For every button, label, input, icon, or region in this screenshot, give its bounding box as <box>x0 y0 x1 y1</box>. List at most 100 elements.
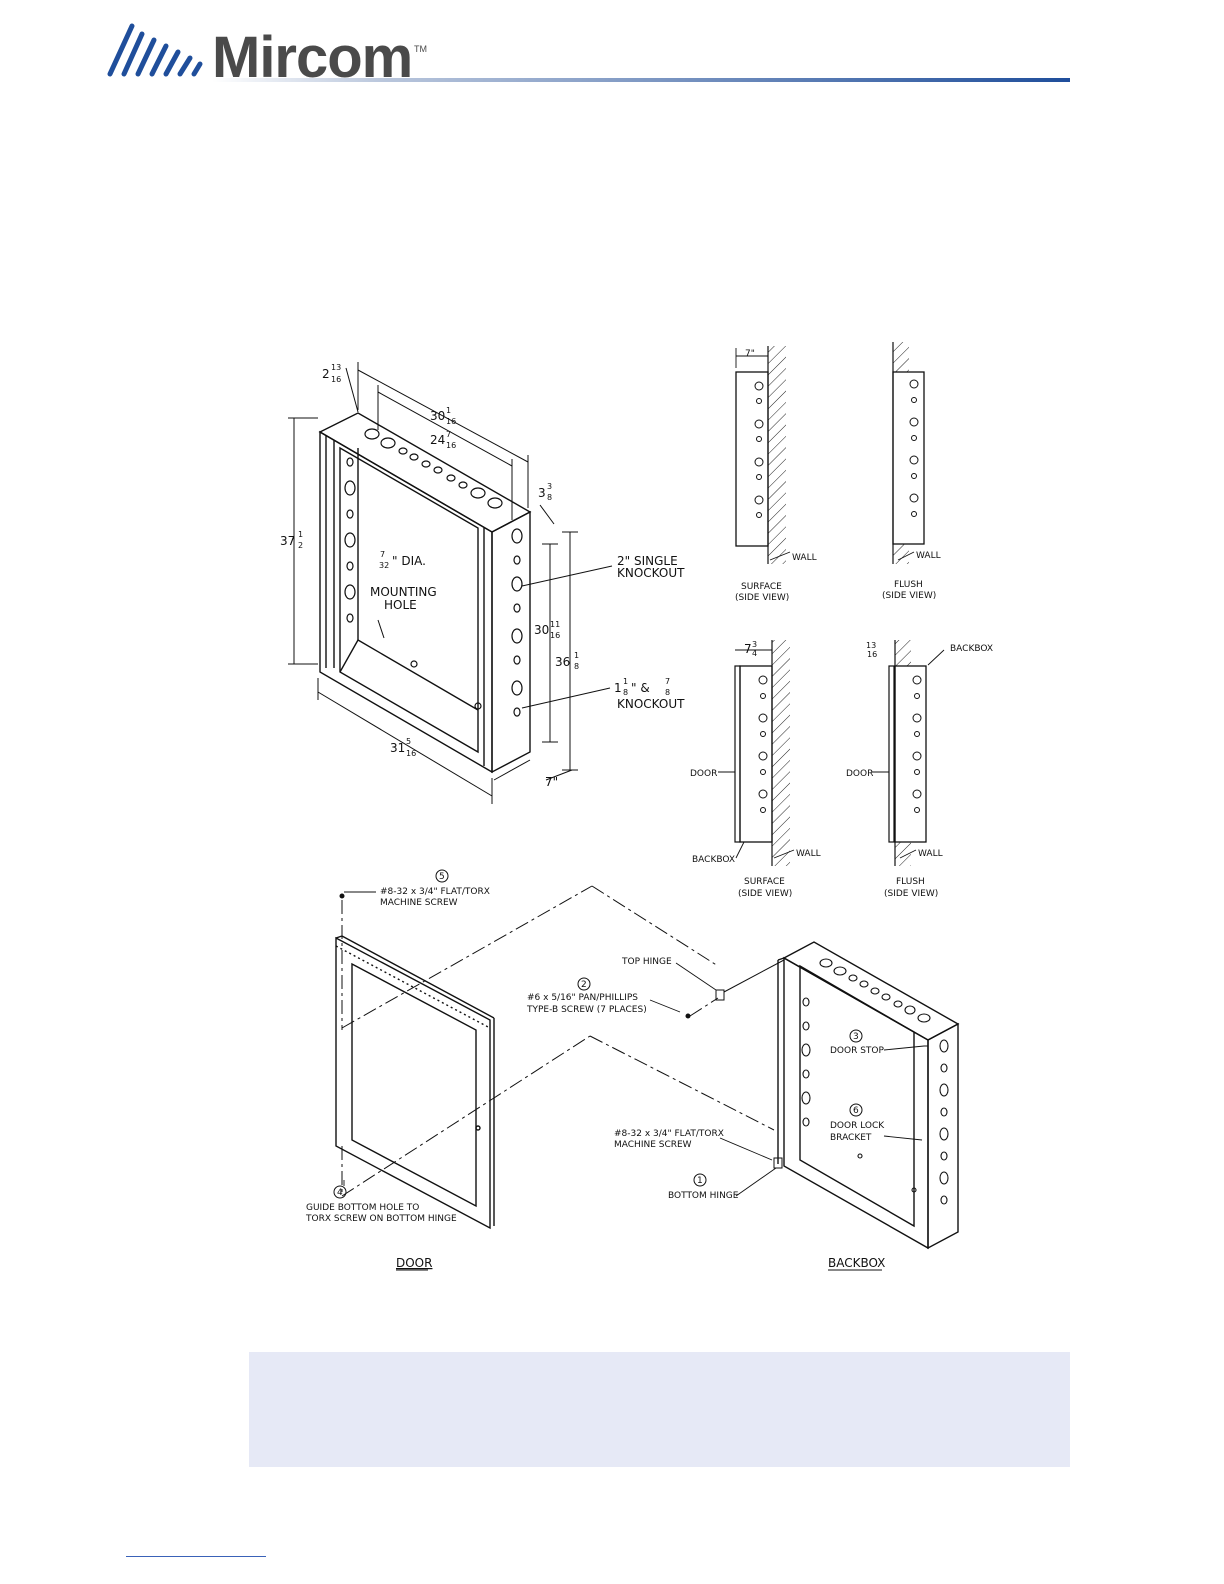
dim-top-inner-den: 16 <box>446 441 456 450</box>
iso-top-knockouts <box>364 428 503 509</box>
screw-2-line1: #6 x 5/16" PAN/PHILLIPS <box>527 993 638 1003</box>
callout-6: 6 <box>853 1106 859 1116</box>
dim-top-inner-num: 7 <box>446 430 451 439</box>
surface-door-dim-num: 3 <box>752 640 757 649</box>
assembly-knockouts <box>801 958 949 1205</box>
dim-side-inner-den: 16 <box>550 631 560 640</box>
dim-depth: 2 <box>322 367 330 381</box>
dim-side-small-den: 8 <box>547 493 552 502</box>
door-lock-line2: BRACKET <box>830 1133 872 1143</box>
trademark-mark: TM <box>414 44 427 54</box>
dim-side-inner-num: 11 <box>550 620 560 629</box>
guide-line1: GUIDE BOTTOM HOLE TO <box>306 1203 419 1213</box>
door-label-b: DOOR <box>846 769 873 779</box>
dim-side-small-num: 3 <box>547 482 552 491</box>
flush-door-dim-num: 13 <box>866 641 876 650</box>
dim-height: 37 <box>280 534 295 548</box>
callout-4: 4 <box>337 1188 343 1198</box>
flush-caption-4: (SIDE VIEW) <box>884 889 938 899</box>
dim-height-num: 1 <box>298 530 303 539</box>
dim-depth-num: 13 <box>331 363 341 372</box>
flush-door-dim-den: 16 <box>867 650 877 659</box>
dim-side-outer-den: 8 <box>574 662 579 671</box>
screw-5-line1: #8-32 x 3/4" FLAT/TORX <box>380 887 490 897</box>
callout-5: 5 <box>439 872 445 882</box>
door-lock-line1: DOOR LOCK <box>830 1121 885 1131</box>
mounting-hole-line3: HOLE <box>384 598 417 612</box>
knockout-combo-a: 1 <box>614 681 622 695</box>
wall-label-c: WALL <box>796 849 821 859</box>
dim-side-outer: 36 <box>555 655 570 669</box>
flush-caption-2: (SIDE VIEW) <box>882 591 936 601</box>
flush-caption-3: FLUSH <box>896 877 925 887</box>
dim-box-depth: 7" <box>545 775 558 789</box>
mircom-logo-mark <box>107 23 203 77</box>
surface-top-dim: 7" <box>745 349 755 359</box>
screw-2-line2: TYPE-B SCREW (7 PLACES) <box>526 1005 647 1015</box>
surface-caption-2: (SIDE VIEW) <box>735 593 789 603</box>
knockout-combo-a-den: 8 <box>623 688 628 697</box>
knockout-combo-b-den: 8 <box>665 688 670 697</box>
callout-3: 3 <box>853 1032 859 1042</box>
flush-side-view: WALL FLUSH (SIDE VIEW) <box>882 342 941 601</box>
assembly-phantom-lines <box>341 885 775 1197</box>
iso-dimension-text: 2 13 16 30 1 16 24 7 16 3 3 8 37 1 2 30 … <box>280 363 685 789</box>
note-box <box>249 1352 1070 1467</box>
door-panel <box>335 935 495 1230</box>
iso-side-knockouts <box>511 528 523 717</box>
assembly-callouts: 5 #8-32 x 3/4" FLAT/TORX MACHINE SCREW T… <box>305 869 885 1271</box>
knockout-combo-amp: " & <box>631 681 650 695</box>
surface-caption-4: (SIDE VIEW) <box>738 889 792 899</box>
surface-door-dim-den: 4 <box>752 649 757 658</box>
mounting-hole-line1: " DIA. <box>392 554 426 568</box>
callout-2: 2 <box>581 980 587 990</box>
dim-depth-den: 16 <box>331 375 341 384</box>
wall-label-d: WALL <box>918 849 943 859</box>
iso-dimension-lines <box>288 362 613 804</box>
backbox-caption: BACKBOX <box>828 1256 885 1270</box>
surface-caption-3: SURFACE <box>744 877 785 887</box>
callout-1: 1 <box>697 1176 703 1186</box>
dim-bottom: 31 <box>390 741 405 755</box>
dim-side-inner: 30 <box>534 623 549 637</box>
door-caption: DOOR <box>396 1256 432 1270</box>
screw-b-line1: #8-32 x 3/4" FLAT/TORX <box>614 1129 724 1139</box>
assembly-backbox <box>777 941 960 1250</box>
surface-door-dim: 7 <box>744 642 752 656</box>
dim-top-outer-num: 1 <box>446 406 451 415</box>
iso-left-knockouts <box>344 457 482 710</box>
knockout-single-line1: 2" SINGLE <box>617 554 678 568</box>
iso-backbox <box>318 412 532 774</box>
door-label-a: DOOR <box>690 769 717 779</box>
knockout-combo-a-num: 1 <box>623 677 628 686</box>
knockout-combo-line2: KNOCKOUT <box>617 697 685 711</box>
dim-top-outer: 30 <box>430 409 445 423</box>
dim-side-small: 3 <box>538 486 546 500</box>
flush-wall-label: WALL <box>916 551 941 561</box>
knockout-single-line2: KNOCKOUT <box>617 566 685 580</box>
screw-b-line2: MACHINE SCREW <box>614 1140 692 1150</box>
surface-caption-1: SURFACE <box>741 582 782 592</box>
page-header: Mircom TM <box>0 0 1224 100</box>
mounting-hole-line2: MOUNTING <box>370 585 437 599</box>
dim-bottom-den: 16 <box>406 749 416 758</box>
footer-rule <box>126 1556 266 1557</box>
dim-height-den: 2 <box>298 541 303 550</box>
header-rule <box>212 78 1070 82</box>
dim-top-inner: 24 <box>430 433 445 447</box>
door-stop-label: DOOR STOP <box>830 1046 885 1056</box>
bottom-hinge-label: BOTTOM HINGE <box>668 1191 739 1201</box>
screw-5-line2: MACHINE SCREW <box>380 898 458 908</box>
flush-door-side-view: 13 16 BACKBOX DOOR WALL FLUSH (SIDE VIEW… <box>846 640 993 899</box>
surface-wall-label: WALL <box>792 553 817 563</box>
guide-line2: TORX SCREW ON BOTTOM HINGE <box>305 1214 457 1224</box>
assembly-hardware <box>339 893 928 1169</box>
flush-caption-1: FLUSH <box>894 580 923 590</box>
top-hinge-label: TOP HINGE <box>621 957 672 967</box>
assembly-leaders <box>343 891 925 1197</box>
flush-backbox-label: BACKBOX <box>950 644 993 654</box>
dim-top-outer-den: 16 <box>446 417 456 426</box>
surface-side-view: 7" WALL SURFACE (SIDE VIEW) <box>735 346 817 603</box>
backbox-label: BACKBOX <box>692 855 735 865</box>
